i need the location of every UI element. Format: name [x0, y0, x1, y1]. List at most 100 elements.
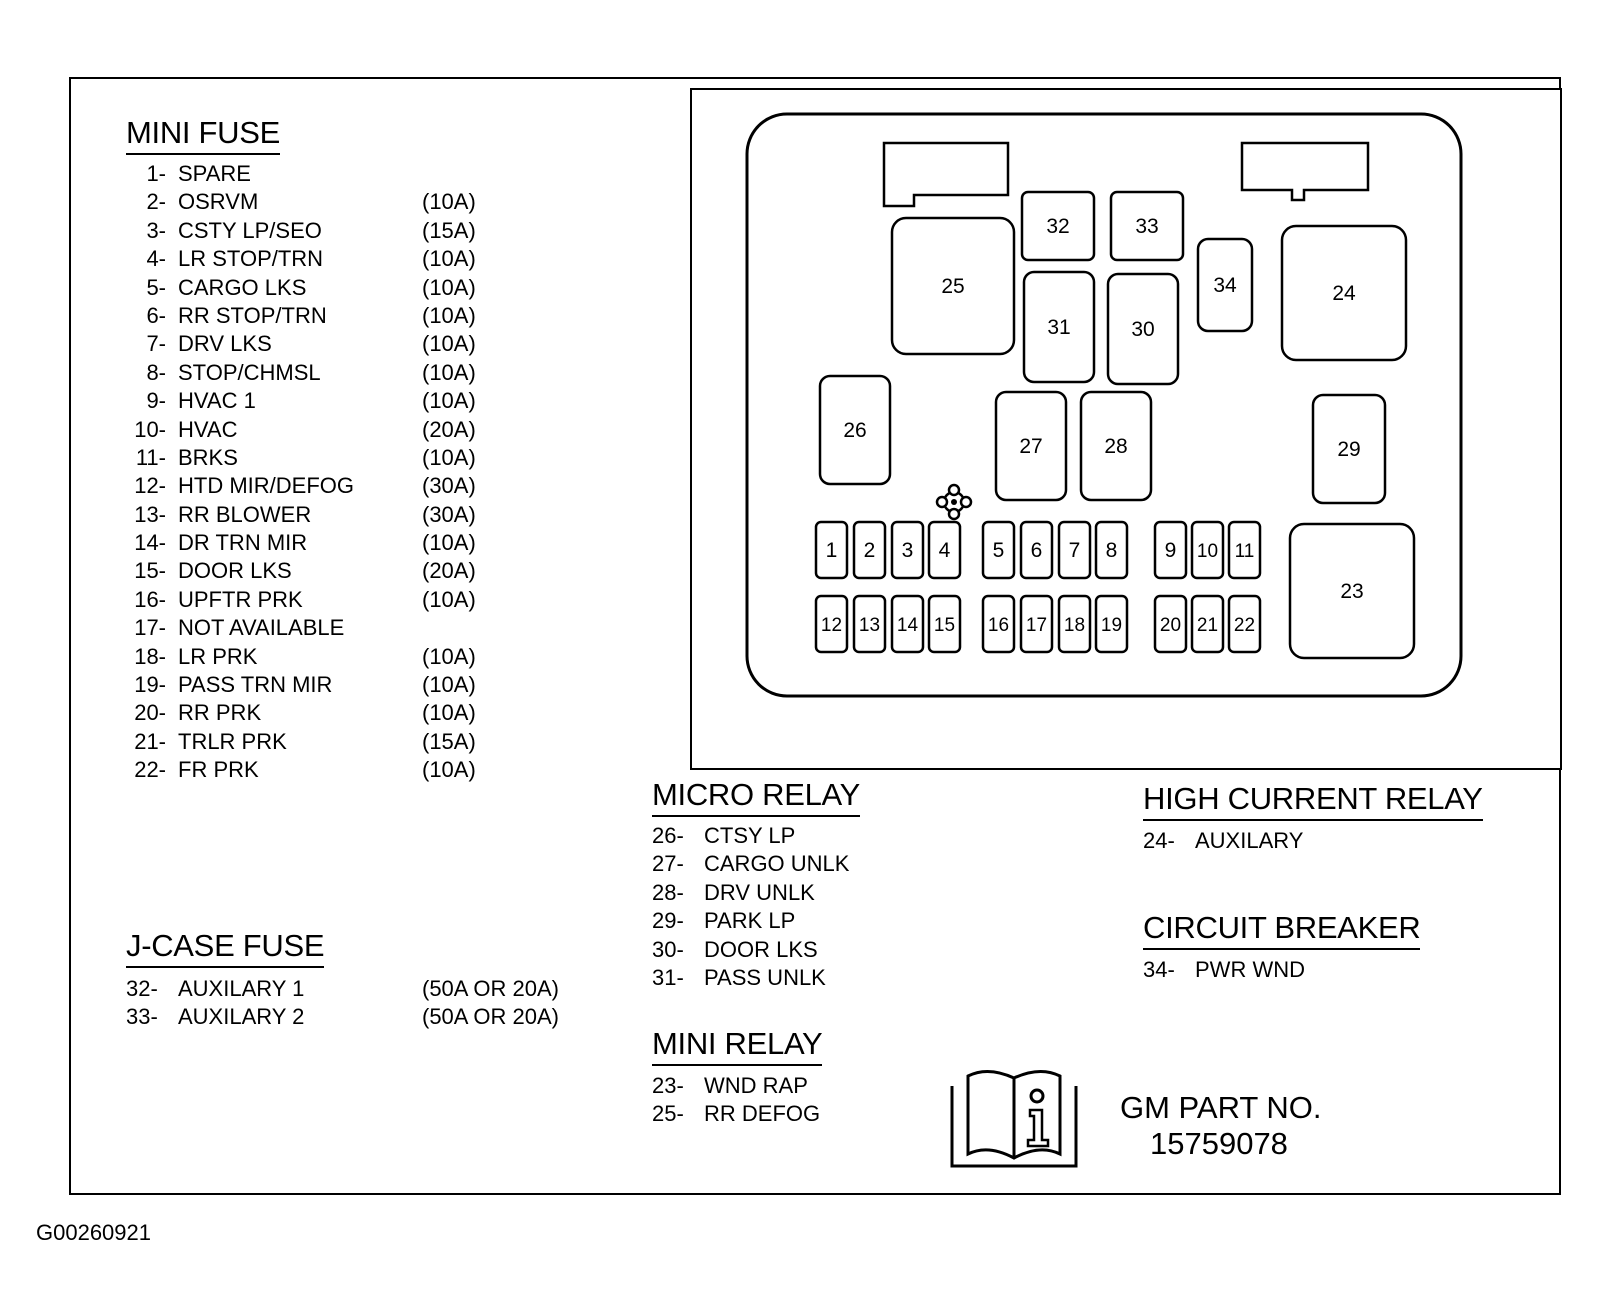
fuse-slot-25: 25 [890, 216, 1016, 356]
slot-label: 25 [941, 275, 964, 298]
item-rating: (10A) [422, 757, 476, 783]
slot-outline [818, 374, 892, 486]
item-label: OSRVM [178, 189, 259, 215]
item-label: LR STOP/TRN [178, 246, 324, 272]
item-number: 2- [146, 189, 166, 215]
item-label: UPFTR PRK [178, 586, 303, 612]
fuse-slot-20: 20 [1153, 594, 1188, 654]
mini-relay-heading: MINI RELAY [652, 1028, 823, 1066]
slot-outline [1190, 520, 1225, 580]
fuse-slot-11: 11 [1227, 520, 1262, 580]
fuse-slot-32: 32 [1020, 190, 1096, 262]
slot-outline [981, 594, 1016, 654]
fuse-slot-10: 10 [1190, 520, 1225, 580]
fuse-slot-22: 22 [1227, 594, 1262, 654]
slot-label: 10 [1197, 541, 1218, 562]
item-number: 19- [134, 672, 166, 698]
fuse-slot-29: 29 [1311, 393, 1387, 505]
j-case-fuse-heading: J-CASE FUSE [126, 930, 325, 968]
item-label: RR DEFOG [704, 1101, 821, 1127]
fuse-slot-16: 16 [981, 594, 1016, 654]
slot-outline [1288, 522, 1416, 660]
slot-label: 33 [1135, 215, 1158, 238]
slot-outline [814, 594, 849, 654]
slot-outline [1311, 393, 1387, 505]
slot-outline [1153, 594, 1188, 654]
gm-part-value: 15759078 [1150, 1126, 1288, 1161]
slot-outline [852, 520, 887, 580]
slot-label: 6 [1031, 539, 1043, 562]
slot-label: 7 [1069, 539, 1081, 562]
item-label: DOOR LKS [704, 936, 818, 962]
slot-label: 1 [826, 539, 838, 562]
mini-fuse-heading: MINI FUSE [126, 117, 280, 155]
connector-tab-right [1240, 141, 1370, 202]
slot-outline [1057, 520, 1092, 580]
item-number: 34- [1143, 957, 1175, 982]
item-number: 10- [134, 416, 166, 442]
slot-label: 8 [1106, 539, 1118, 562]
slot-outline [852, 594, 887, 654]
item-rating: (50A OR 20A) [422, 1004, 559, 1030]
item-label: AUXILARY 2 [178, 1004, 305, 1030]
item-rating: (10A) [422, 444, 476, 470]
item-label: FR PRK [178, 757, 259, 783]
slot-label: 17 [1026, 615, 1047, 636]
slot-outline [1057, 594, 1092, 654]
item-number: 23- [652, 1073, 684, 1098]
fuse-slot-30: 30 [1106, 272, 1180, 386]
slot-outline [1094, 594, 1129, 654]
slot-outline [1079, 390, 1153, 502]
item-label: HVAC [178, 416, 238, 442]
item-label: DRV UNLK [704, 879, 815, 905]
item-rating: (10A) [422, 359, 476, 385]
slot-outline [890, 520, 925, 580]
item-rating: (15A) [422, 728, 476, 754]
fuse-slot-18: 18 [1057, 594, 1092, 654]
slot-label: 34 [1213, 274, 1237, 297]
slot-outline [981, 520, 1016, 580]
item-label: CSTY LP/SEO [178, 217, 322, 243]
slot-outline [890, 216, 1016, 356]
fuse-slot-5: 5 [981, 520, 1016, 580]
item-rating: (10A) [422, 388, 476, 414]
fuse-slot-3: 3 [890, 520, 925, 580]
item-label: BRKS [178, 444, 238, 470]
item-number: 5- [146, 274, 166, 300]
slot-outline [1280, 224, 1408, 362]
fuse-block-outline [745, 112, 1463, 698]
slot-outline [1019, 520, 1054, 580]
slot-outline [1153, 520, 1188, 580]
slot-label: 11 [1235, 541, 1255, 562]
slot-outline [814, 520, 849, 580]
fuse-slot-34: 34 [1196, 237, 1254, 333]
item-number: 28- [652, 879, 684, 905]
fuse-slot-33: 33 [1109, 190, 1185, 262]
item-number: 21- [134, 728, 166, 754]
item-label: DR TRN MIR [178, 530, 308, 556]
fuse-slot-26: 26 [818, 374, 892, 486]
item-number: 16- [134, 586, 166, 612]
slot-label: 3 [902, 539, 914, 562]
gm-part-number: GM PART NO. 15759078 [1120, 1090, 1322, 1162]
slot-label: 28 [1104, 435, 1127, 458]
item-label: HVAC 1 [178, 388, 256, 414]
item-label: PWR WND [1195, 957, 1305, 982]
item-label: CARGO UNLK [704, 851, 850, 877]
item-rating: (10A) [422, 672, 476, 698]
item-number: 12- [134, 473, 166, 499]
item-number: 27- [652, 851, 684, 877]
figure-id: G00260921 [36, 1220, 151, 1245]
item-number: 6- [146, 302, 166, 328]
item-rating: (10A) [422, 530, 476, 556]
item-label: STOP/CHMSL [178, 359, 321, 385]
slot-label: 21 [1197, 615, 1218, 636]
slot-label: 23 [1340, 580, 1363, 603]
item-rating: (10A) [422, 700, 476, 726]
slot-label: 16 [988, 615, 1009, 636]
item-rating: (30A) [422, 501, 476, 527]
item-label: CTSY LP [704, 823, 796, 848]
slot-outline [1022, 270, 1096, 384]
